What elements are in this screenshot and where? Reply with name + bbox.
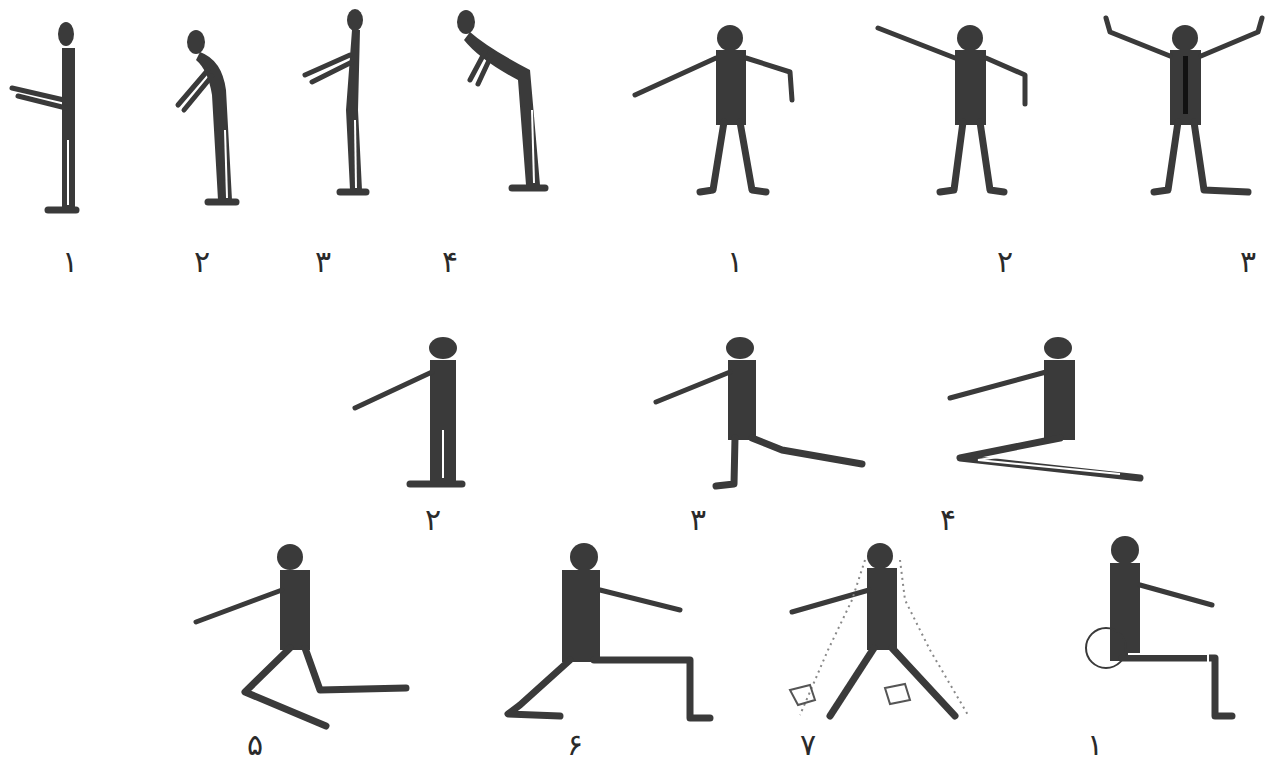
figure-number: ۳ [315, 247, 331, 277]
figure-number: ۷ [800, 730, 816, 760]
figure-number: ۱ [1087, 730, 1103, 760]
stick-figure [1086, 536, 1232, 716]
figure-number: ۳ [1240, 247, 1256, 277]
stick-figure [508, 543, 710, 718]
figure-number: ۲ [425, 505, 441, 535]
figure-number: ۶ [567, 730, 583, 760]
stick-figure [878, 25, 1025, 192]
figure-number: ۳ [690, 505, 706, 535]
stick-figure [950, 337, 1140, 478]
stick-figure [12, 22, 76, 210]
stick-figure [635, 25, 792, 192]
figure-number: ۴ [442, 247, 458, 277]
figure-number: ۵ [247, 730, 263, 760]
stick-figure [457, 10, 545, 188]
stick-figure [305, 9, 366, 192]
stick-figure [178, 30, 236, 202]
figure-number: ۱ [727, 247, 743, 277]
figure-number: ۴ [940, 505, 956, 535]
figure-number: ۲ [194, 247, 210, 277]
stick-figure [1106, 18, 1262, 192]
stick-figure [196, 544, 406, 726]
figure-number: ۱ [62, 247, 78, 277]
stick-figure [656, 337, 862, 486]
stick-figure [355, 337, 462, 484]
figure-number: ۲ [997, 247, 1013, 277]
stick-figure [790, 543, 968, 716]
